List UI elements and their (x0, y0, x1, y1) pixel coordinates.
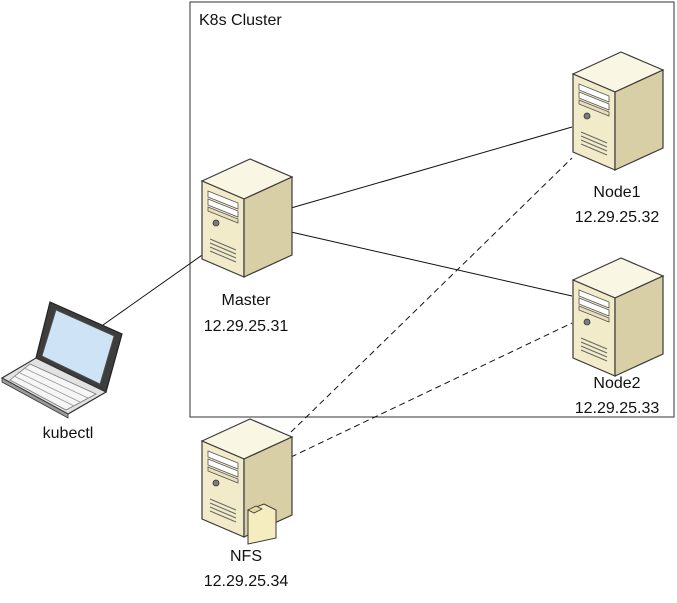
node2-name: Node2 (593, 375, 640, 392)
laptop-icon (0, 301, 123, 419)
server-icon (201, 158, 293, 278)
node2-server[interactable]: Node2 12.29.25.33 (572, 257, 664, 417)
kubectl-client[interactable]: kubectl (0, 301, 123, 442)
kubectl-label: kubectl (43, 425, 94, 442)
nfs-server[interactable]: NFS 12.29.25.34 (201, 418, 293, 590)
nfs-name: NFS (230, 548, 262, 565)
link-master-node1 (290, 126, 573, 209)
node1-name: Node1 (593, 184, 640, 201)
folder-icon (247, 503, 277, 545)
cluster-title: K8s Cluster (199, 12, 282, 29)
file-server-icon (201, 418, 293, 538)
server-icon (572, 257, 664, 377)
link-master-node2 (290, 231, 573, 297)
link-client-master (102, 252, 206, 326)
node1-ip: 12.29.25.32 (575, 209, 660, 226)
master-ip: 12.29.25.31 (204, 318, 289, 335)
link-nfs-node2 (290, 322, 573, 458)
link-nfs-node1 (290, 157, 573, 433)
node1-server[interactable]: Node1 12.29.25.32 (572, 51, 664, 226)
cluster-boundary (189, 1, 675, 418)
connections (102, 126, 573, 458)
master-server[interactable]: Master 12.29.25.31 (201, 158, 293, 335)
server-icon (572, 51, 664, 171)
node2-ip: 12.29.25.33 (575, 400, 660, 417)
nfs-ip: 12.29.25.34 (204, 573, 289, 590)
master-name: Master (222, 292, 272, 309)
